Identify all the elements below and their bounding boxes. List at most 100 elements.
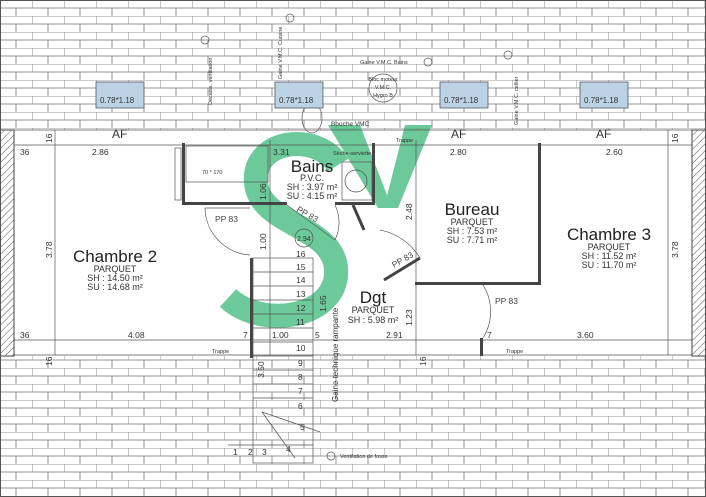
svg-text:2.80: 2.80 [450,147,467,157]
svg-text:SU : 4.15 m²: SU : 4.15 m² [287,191,338,201]
svg-text:2: 2 [248,447,253,457]
svg-text:4: 4 [286,444,291,454]
dimensions: 36 16 2.86 3.31 1.06 2.80 2.60 16 3.78 3… [20,133,680,378]
svg-text:9: 9 [298,358,303,368]
door-label: PP 83 [215,214,238,224]
svg-text:3: 3 [262,447,267,457]
svg-text:2.48: 2.48 [404,203,414,220]
svg-text:1.23: 1.23 [404,309,414,326]
svg-text:3.50: 3.50 [256,361,266,378]
room-bains: Bains P.V.C. SH : 3.97 m² SU : 4.15 m² [287,157,338,201]
svg-text:36: 36 [20,330,30,340]
svg-text:PARQUET: PARQUET [588,242,631,252]
windows [95,81,629,109]
svg-text:7: 7 [487,330,492,340]
svg-text:Gaine technique rampante: Gaine technique rampante [331,307,340,402]
svg-text:3.78: 3.78 [670,241,680,258]
svg-text:14: 14 [296,275,306,285]
svg-text:SU : 7.71 m²: SU : 7.71 m² [447,235,498,245]
window-size: 0.78*1.18 [444,96,479,105]
svg-text:16: 16 [418,356,428,366]
svg-text:6: 6 [298,401,303,411]
svg-text:16: 16 [44,356,54,366]
svg-text:Bloc moteur: Bloc moteur [368,77,398,83]
svg-text:PARQUET: PARQUET [451,217,494,227]
svg-text:16: 16 [296,249,306,259]
svg-text:15: 15 [296,262,306,272]
svg-text:1.65: 1.65 [318,295,328,312]
svg-text:Dgt: Dgt [360,288,387,307]
svg-text:PARQUET: PARQUET [94,264,137,274]
left-wall [0,129,15,357]
svg-text:Gaine V.M.C. Bains: Gaine V.M.C. Bains [360,60,408,66]
dimension-lines [14,129,692,356]
roof-top [0,0,706,130]
af-label: AF [451,127,466,141]
svg-text:PARQUET: PARQUET [352,305,395,315]
af-label: AF [596,127,611,141]
svg-text:Ventilation de fosse: Ventilation de fosse [340,454,388,460]
svg-text:P.V.C.: P.V.C. [300,173,324,183]
svg-text:2.60: 2.60 [606,147,623,157]
roof-bottom [0,356,706,497]
svg-text:Décaiss. ventilation: Décaiss. ventilation [208,58,214,105]
svg-text:2.94: 2.94 [297,236,311,243]
svg-text:3.78: 3.78 [44,241,54,258]
svg-text:Chambre 3: Chambre 3 [567,225,651,244]
svg-text:1.00: 1.00 [272,330,289,340]
window-size: 0.78*1.18 [100,96,135,105]
room-bureau: Bureau PARQUET SH : 7.53 m² SU : 7.71 m² [445,200,500,245]
svg-text:5: 5 [300,422,305,432]
svg-text:13: 13 [296,289,306,299]
interior-walls [182,143,541,358]
svg-text:SH : 7.53 m²: SH : 7.53 m² [447,226,498,236]
svg-text:1: 1 [233,447,238,457]
room-dgt: Dgt PARQUET SH : 5.98 m² [348,288,399,325]
svg-text:Trappe: Trappe [396,138,413,144]
window-size: 0.78*1.18 [584,96,619,105]
svg-text:10: 10 [296,343,306,353]
svg-text:3.31: 3.31 [273,147,290,157]
svg-text:1.06: 1.06 [258,183,268,200]
floor-area [14,130,692,356]
af-label: AF [112,127,127,141]
room-chambre-2: Chambre 2 PARQUET SH : 14.50 m² SU : 14.… [73,247,157,292]
svg-text:16: 16 [44,133,54,143]
doors [204,204,491,339]
svg-text:Bains: Bains [291,157,334,176]
svg-text:12: 12 [296,303,306,313]
svg-text:8: 8 [298,372,303,382]
svg-text:Gaine V.M.C. Cuisine: Gaine V.M.C. Cuisine [278,27,284,79]
svg-text:Bureau: Bureau [445,200,500,219]
svg-text:SU : 11.70 m²: SU : 11.70 m² [582,260,637,270]
door-label: PP 83 [495,296,518,306]
svg-text:2.91: 2.91 [386,330,403,340]
svg-text:5: 5 [315,330,320,340]
annotations: Gaine V.M.C. Bains Bloc moteur V.M.C. Hy… [200,13,523,461]
svg-text:36: 36 [20,147,30,157]
svg-text:3.60: 3.60 [577,330,594,340]
svg-text:Chambre 2: Chambre 2 [73,247,157,266]
svg-text:SH : 11.52 m²: SH : 11.52 m² [582,251,637,261]
svg-text:1.00: 1.00 [258,233,268,250]
svg-text:Bouche VMC: Bouche VMC [331,121,370,128]
svg-text:SH : 14.50 m²: SH : 14.50 m² [87,273,143,283]
svg-text:Gaine V.M.C. cellier: Gaine V.M.C. cellier [514,76,520,125]
svg-text:4.08: 4.08 [128,330,145,340]
svg-text:SH : 5.98 m²: SH : 5.98 m² [348,315,399,325]
svg-text:11: 11 [296,317,305,327]
svg-text:Trappe: Trappe [212,349,229,355]
svg-text:7: 7 [298,386,303,396]
svg-text:Hygro B: Hygro B [373,93,393,99]
svg-text:SH : 3.97 m²: SH : 3.97 m² [287,182,338,192]
svg-text:7: 7 [243,330,248,340]
svg-text:Trappe: Trappe [506,349,523,355]
room-chambre-3: Chambre 3 PARQUET SH : 11.52 m² SU : 11.… [567,225,651,270]
staircase [228,257,321,464]
sink [341,161,373,201]
right-wall [691,129,706,357]
svg-text:16: 16 [670,133,680,143]
svg-text:V.M.C.: V.M.C. [375,85,392,91]
